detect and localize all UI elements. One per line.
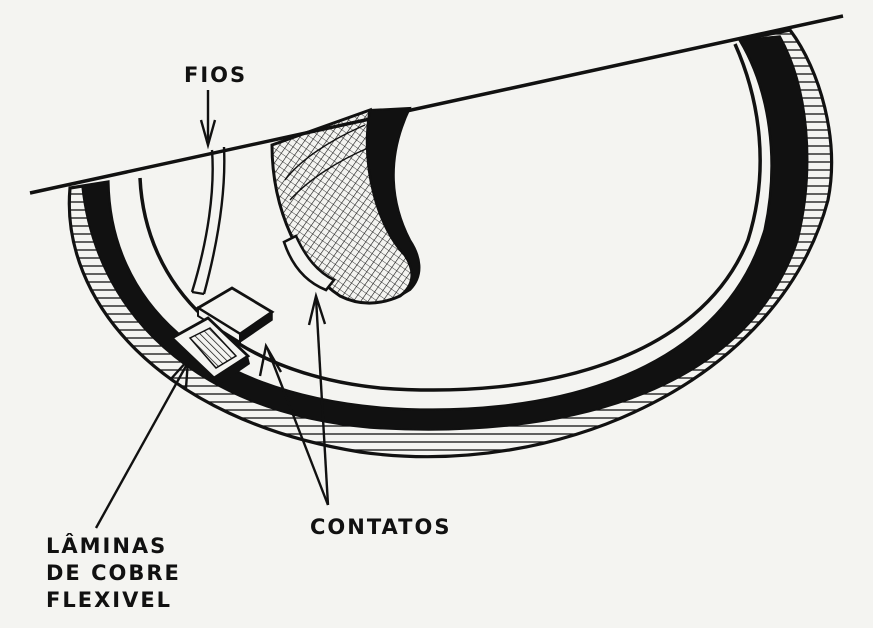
label-laminas-line3: FLEXIVEL xyxy=(46,588,172,612)
fixed-contact xyxy=(282,234,337,292)
wires xyxy=(190,146,226,296)
label-fios: FIOS xyxy=(184,63,247,87)
mounting-plate-line xyxy=(29,14,844,195)
laminas-arrow xyxy=(94,356,190,529)
contatos-arrows xyxy=(258,291,330,506)
label-laminas-line1: LÂMINAS xyxy=(46,533,167,558)
copper-blades xyxy=(169,286,275,386)
outer-housing xyxy=(67,28,834,459)
contact-block xyxy=(270,106,421,305)
fios-arrow xyxy=(199,90,217,150)
label-laminas-line2: DE COBRE xyxy=(46,561,181,585)
label-contatos: CONTATOS xyxy=(310,515,451,539)
